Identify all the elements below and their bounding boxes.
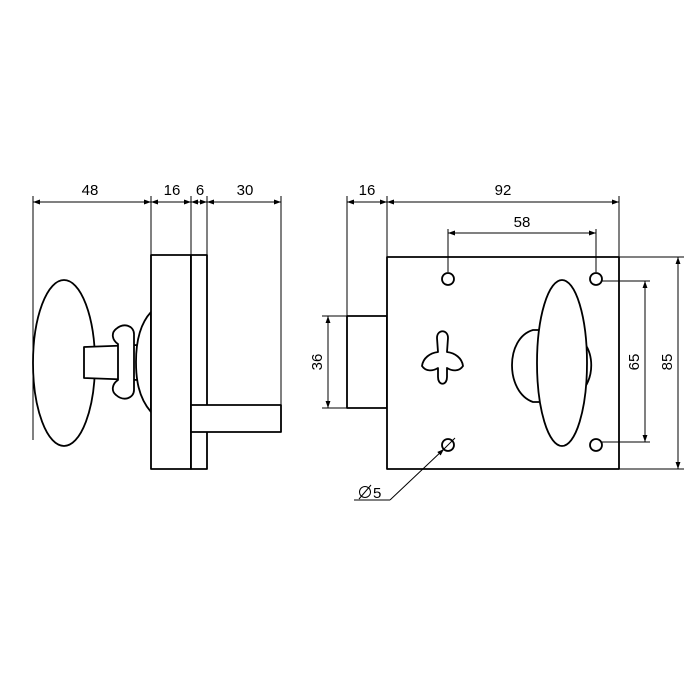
front-bolt: [346, 315, 388, 409]
dim-side-bolt-length: 30: [237, 182, 254, 199]
side-view: [32, 254, 282, 470]
front-view: [346, 256, 620, 470]
diameter-symbol: [359, 486, 371, 498]
dim-front-width: 92: [495, 182, 512, 199]
front-knob: [536, 279, 588, 447]
side-bolt: [190, 404, 282, 433]
front-dimensions: 16 92 58 36 65 85 5: [309, 182, 684, 502]
dim-side-spacer: 6: [196, 182, 204, 199]
screw-hole-top-left: [441, 272, 455, 286]
dim-front-bolt-offset: 16: [359, 182, 376, 199]
emergency-release-slot: [421, 330, 464, 385]
side-dimensions: 48 16 6 30: [32, 182, 282, 440]
dim-side-knob-length: 48: [82, 182, 99, 199]
dim-front-hole-spacing: 58: [514, 214, 531, 231]
dim-side-plate-depth: 16: [164, 182, 181, 199]
side-wing-turn: [111, 324, 135, 400]
dim-front-height: 85: [659, 354, 676, 371]
side-plate: [150, 254, 192, 470]
screw-hole-bottom-right: [589, 438, 603, 452]
side-rose: [135, 311, 152, 413]
dim-hole-diameter: 5: [373, 485, 381, 502]
dim-front-hole-vertical: 65: [626, 354, 643, 371]
dim-front-bolt-height: 36: [309, 354, 326, 371]
side-spacer: [190, 254, 208, 470]
screw-hole-top-right: [589, 272, 603, 286]
